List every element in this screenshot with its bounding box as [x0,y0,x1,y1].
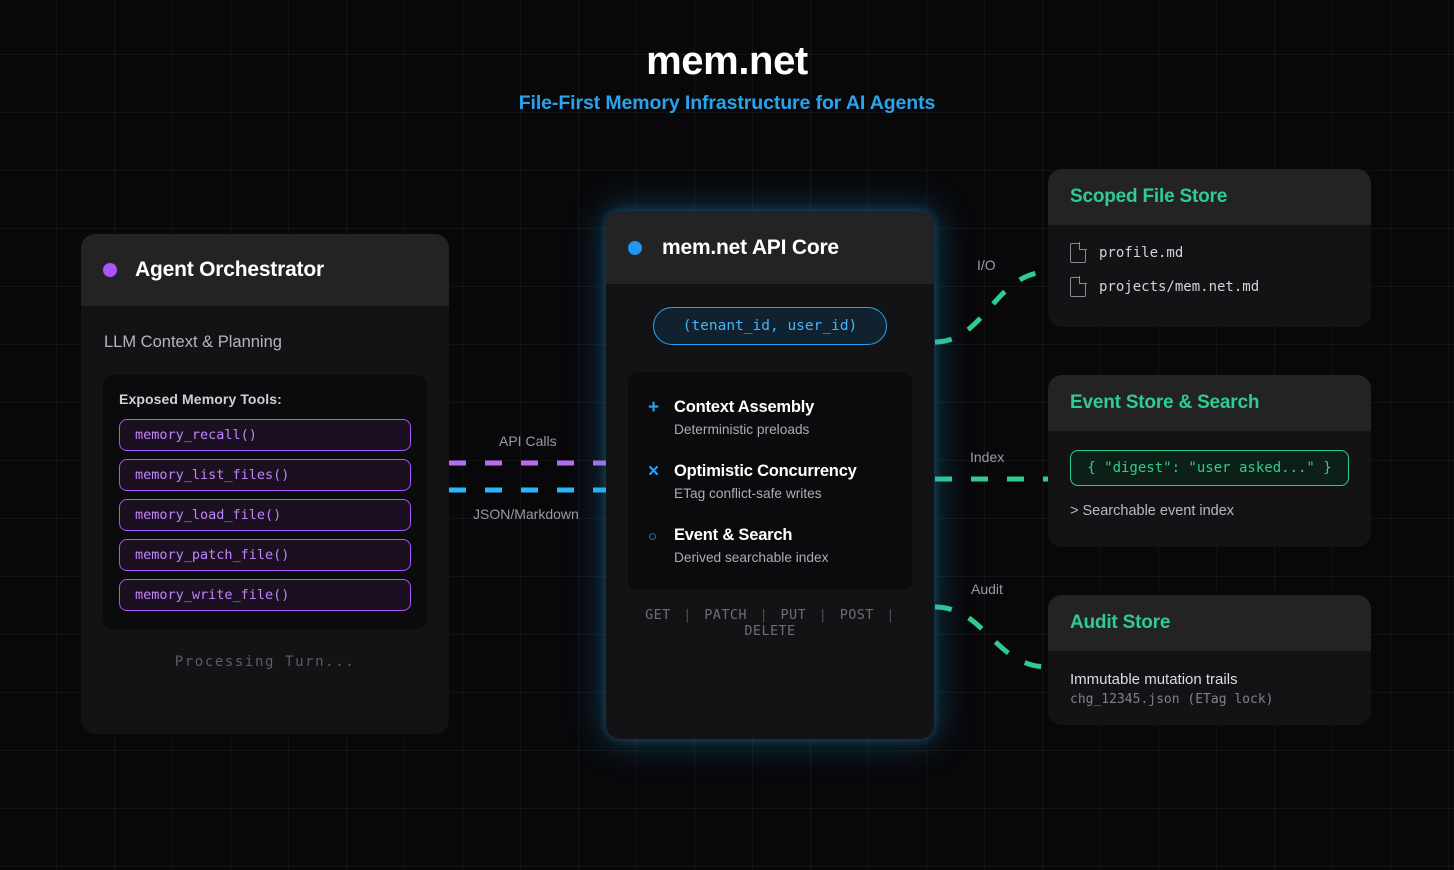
event-store-header: Event Store & Search [1048,375,1371,431]
event-digest-pill: { "digest": "user asked..." } [1070,450,1349,486]
connector-label-api-calls: API Calls [499,433,557,449]
orchestrator-status: Processing Turn... [174,654,356,670]
method-separator: | [818,607,828,623]
scoped-file-store-card[interactable]: Scoped File Store profile.md projects/me… [1048,169,1371,327]
connector-label-io: I/O [977,257,996,273]
method-get: GET [645,607,671,623]
plus-icon: + [648,397,660,418]
orchestrator-subtitle: LLM Context & Planning [104,333,282,351]
audit-store-title: Audit Store [1070,612,1171,633]
event-store-title: Event Store & Search [1070,392,1260,413]
event-store-card[interactable]: Event Store & Search { "digest": "user a… [1048,375,1371,547]
method-patch: PATCH [704,607,747,623]
connector-audit [934,604,1049,670]
http-methods-row: GET | PATCH | PUT | POST | DELETE [628,590,912,639]
connector-io [934,269,1049,345]
feature-context-assembly: + Context Assembly Deterministic preload… [628,397,912,437]
file-store-body: profile.md projects/mem.net.md [1048,242,1371,297]
circle-outline-icon: ○ [648,528,658,545]
audit-file-ref: chg_12345.json (ETag lock) [1070,692,1274,707]
audit-store-header: Audit Store [1048,595,1371,651]
connector-label-audit: Audit [971,581,1003,597]
feature-subtitle: Derived searchable index [674,550,829,565]
api-core-header: mem.net API Core [606,211,934,284]
file-list-item[interactable]: projects/mem.net.md [1070,276,1349,297]
api-core-features: + Context Assembly Deterministic preload… [628,372,912,590]
tool-memory-list-files[interactable]: memory_list_files() [119,459,411,491]
page-title: mem.net [646,39,808,83]
connector-label-index: Index [970,449,1005,465]
orchestrator-title: Agent Orchestrator [135,258,324,281]
feature-event-and-search: ○ Event & Search Derived searchable inde… [628,525,912,565]
api-core-card[interactable]: mem.net API Core (tenant_id, user_id) + … [606,211,934,739]
audit-store-body: Immutable mutation trails chg_12345.json… [1048,671,1371,707]
audit-store-card[interactable]: Audit Store Immutable mutation trails ch… [1048,595,1371,725]
memory-tools-label: Exposed Memory Tools: [119,391,282,407]
page-subtitle: File-First Memory Infrastructure for AI … [518,92,936,115]
method-separator: | [886,607,895,623]
event-index-note: > Searchable event index [1070,503,1235,519]
connector-label-json-markdown: JSON/Markdown [473,506,579,522]
feature-title: Event & Search [674,526,793,544]
scope-pill: (tenant_id, user_id) [653,307,887,345]
audit-description: Immutable mutation trails [1070,671,1238,688]
method-separator: | [683,607,692,623]
feature-title: Context Assembly [674,398,815,416]
document-icon [1070,276,1087,297]
status-dot-icon [628,240,642,255]
method-post: POST [839,607,874,623]
cross-icon: × [648,461,660,482]
memory-tools-panel: Exposed Memory Tools: memory_recall() me… [103,375,427,629]
file-store-title: Scoped File Store [1070,186,1228,207]
orchestrator-header: Agent Orchestrator [81,234,449,306]
agent-orchestrator-card[interactable]: Agent Orchestrator LLM Context & Plannin… [81,234,449,734]
file-list-item[interactable]: profile.md [1070,242,1349,263]
api-core-body: (tenant_id, user_id) + Context Assembly … [606,307,934,639]
tool-memory-write-file[interactable]: memory_write_file() [119,579,411,611]
method-separator: | [759,607,768,623]
feature-title: Optimistic Concurrency [674,462,857,480]
method-put: PUT [780,607,807,623]
tool-memory-recall[interactable]: memory_recall() [119,419,411,451]
orchestrator-body: LLM Context & Planning Exposed Memory To… [81,306,449,670]
status-dot-icon [103,263,117,277]
event-store-body: { "digest": "user asked..." } > Searchab… [1048,450,1371,519]
page-header: mem.net File-First Memory Infrastructure… [0,38,1454,115]
file-name: profile.md [1099,245,1184,261]
document-icon [1070,242,1087,263]
api-core-title: mem.net API Core [662,235,839,259]
tool-memory-load-file[interactable]: memory_load_file() [119,499,411,531]
feature-subtitle: Deterministic preloads [674,422,810,437]
tool-memory-patch-file[interactable]: memory_patch_file() [119,539,411,571]
feature-optimistic-concurrency: × Optimistic Concurrency ETag conflict-s… [628,461,912,501]
file-name: projects/mem.net.md [1099,279,1260,295]
file-store-header: Scoped File Store [1048,169,1371,225]
feature-subtitle: ETag conflict-safe writes [674,486,822,501]
method-delete: DELETE [744,623,796,639]
